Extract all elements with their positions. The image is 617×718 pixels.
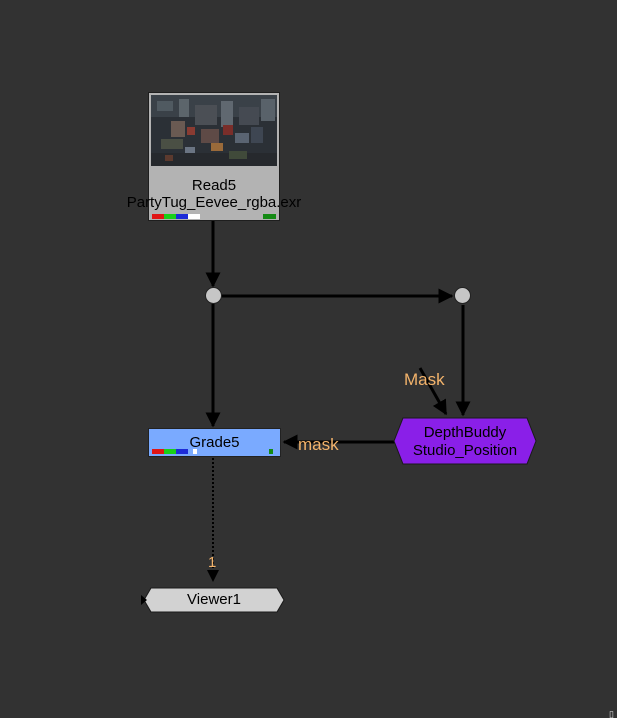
grade-node[interactable]: Grade5	[148, 428, 281, 457]
read-node[interactable]: Read5 PartyTug_Eevee_rgba.exr	[127, 92, 301, 221]
channel-alpha	[188, 214, 200, 219]
channel-extra	[263, 214, 276, 219]
read-thumbnail	[151, 95, 277, 166]
read-node-file: PartyTug_Eevee_rgba.exr	[126, 194, 302, 211]
corner-glyph-icon: ▯	[609, 710, 614, 718]
channel-extra	[269, 449, 273, 454]
channel-red	[152, 449, 164, 454]
depthbuddy-node-subname: Studio_Position	[412, 442, 518, 459]
depthbuddy-node-name: DepthBuddy	[423, 424, 507, 441]
channel-blue	[176, 214, 188, 219]
viewer-input-tab[interactable]	[141, 595, 147, 605]
dot-node-2[interactable]	[454, 287, 471, 304]
channel-green	[164, 214, 176, 219]
mask-edge-label: mask	[298, 435, 339, 454]
viewer-input-number-label: 1	[208, 554, 217, 571]
edge-mask-input[interactable]	[418, 367, 448, 416]
channel-green	[164, 449, 176, 454]
channel-alpha	[193, 449, 197, 454]
mask-input-label: Mask	[404, 370, 445, 389]
viewer-node-name: Viewer1	[187, 591, 241, 608]
grade-node-name: Grade5	[189, 434, 240, 451]
depthbuddy-node-shape[interactable]	[393, 417, 537, 465]
channel-red	[152, 214, 164, 219]
dot-node-1[interactable]	[205, 287, 222, 304]
viewer-input-arrowhead	[207, 570, 219, 582]
channel-blue	[176, 449, 188, 454]
read-node-name: Read5	[191, 177, 237, 194]
